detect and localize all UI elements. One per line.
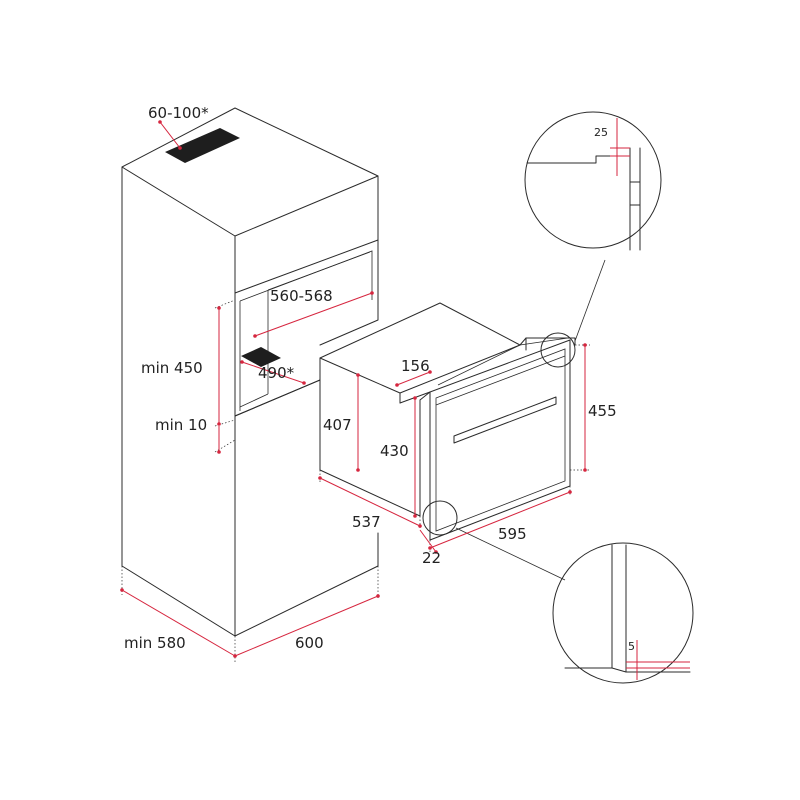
label-oven-total-height: 455 (588, 402, 617, 420)
label-oven-depth: 537 (352, 513, 381, 531)
top-ventilation-slot (165, 128, 240, 163)
label-floor-vent: 490* (258, 364, 295, 382)
label-niche-height: min 450 (141, 359, 203, 377)
label-oven-body-height: 407 (323, 416, 352, 434)
label-oven-width: 595 (498, 525, 527, 543)
label-front-thickness: 22 (422, 549, 441, 567)
label-min-gap: min 10 (155, 416, 207, 434)
label-top-vent: 60-100* (148, 104, 209, 122)
label-cabinet-depth: min 580 (124, 634, 186, 652)
label-cabinet-width: 600 (295, 634, 324, 652)
detail-bottom (422, 500, 694, 684)
label-niche-width: 560-568 (270, 287, 333, 305)
label-oven-front-height: 430 (380, 442, 409, 460)
label-detail-bottom-gap: 5 (628, 640, 635, 653)
label-detail-top-gap: 25 (594, 126, 608, 139)
detail-top (524, 111, 662, 368)
dimension-ticks (120, 120, 587, 658)
label-front-offset: 156 (401, 357, 430, 375)
floor-ventilation-slot (241, 347, 281, 367)
tall-cabinet (121, 107, 379, 662)
dimension-lines (121, 121, 586, 657)
oven-door-handle (453, 396, 557, 444)
